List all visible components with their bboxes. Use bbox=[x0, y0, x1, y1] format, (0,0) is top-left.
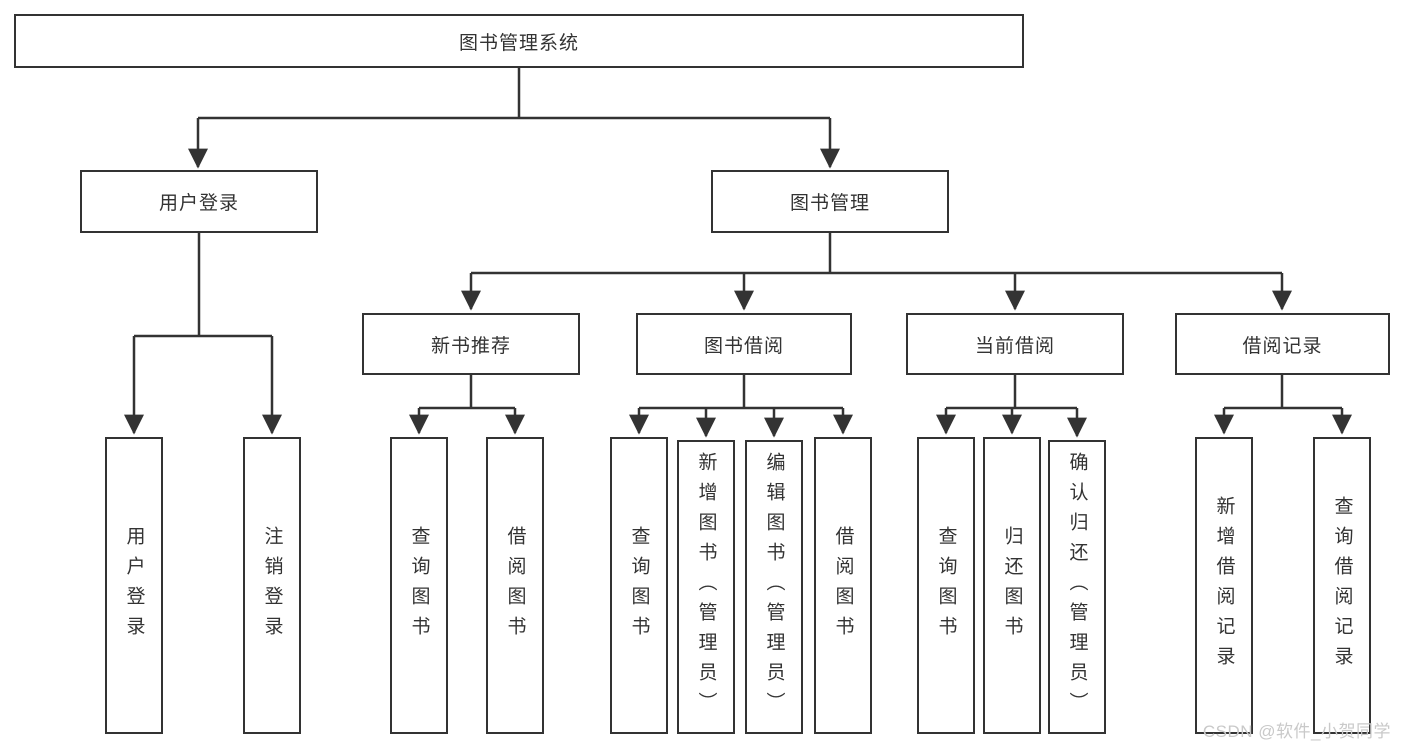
node-user-login: 用户登录 bbox=[80, 170, 318, 233]
leaf-query-borrow-record: 查询借阅记录 bbox=[1313, 437, 1371, 734]
leaf-borrow-books-recommend: 借阅图书 bbox=[486, 437, 544, 734]
node-root: 图书管理系统 bbox=[14, 14, 1024, 68]
leaf-add-borrow-record: 新增借阅记录 bbox=[1195, 437, 1253, 734]
leaf-user-login: 用户登录 bbox=[105, 437, 163, 734]
leaf-edit-books-admin: 编辑图书（管理员） bbox=[745, 440, 803, 734]
csdn-watermark: CSDN @软件_小贺同学 bbox=[1202, 722, 1391, 741]
node-new-book-recommend: 新书推荐 bbox=[362, 313, 580, 375]
node-borrow-record: 借阅记录 bbox=[1175, 313, 1390, 375]
leaf-query-books-borrow: 查询图书 bbox=[610, 437, 668, 734]
leaf-borrow-books: 借阅图书 bbox=[814, 437, 872, 734]
leaf-query-books-current: 查询图书 bbox=[917, 437, 975, 734]
leaf-add-books-admin: 新增图书（管理员） bbox=[677, 440, 735, 734]
leaf-query-books-recommend: 查询图书 bbox=[390, 437, 448, 734]
node-book-management: 图书管理 bbox=[711, 170, 949, 233]
node-current-borrow: 当前借阅 bbox=[906, 313, 1124, 375]
leaf-confirm-return-admin: 确认归还（管理员） bbox=[1048, 440, 1106, 734]
node-book-borrow: 图书借阅 bbox=[636, 313, 852, 375]
leaf-return-books: 归还图书 bbox=[983, 437, 1041, 734]
leaf-logout: 注销登录 bbox=[243, 437, 301, 734]
